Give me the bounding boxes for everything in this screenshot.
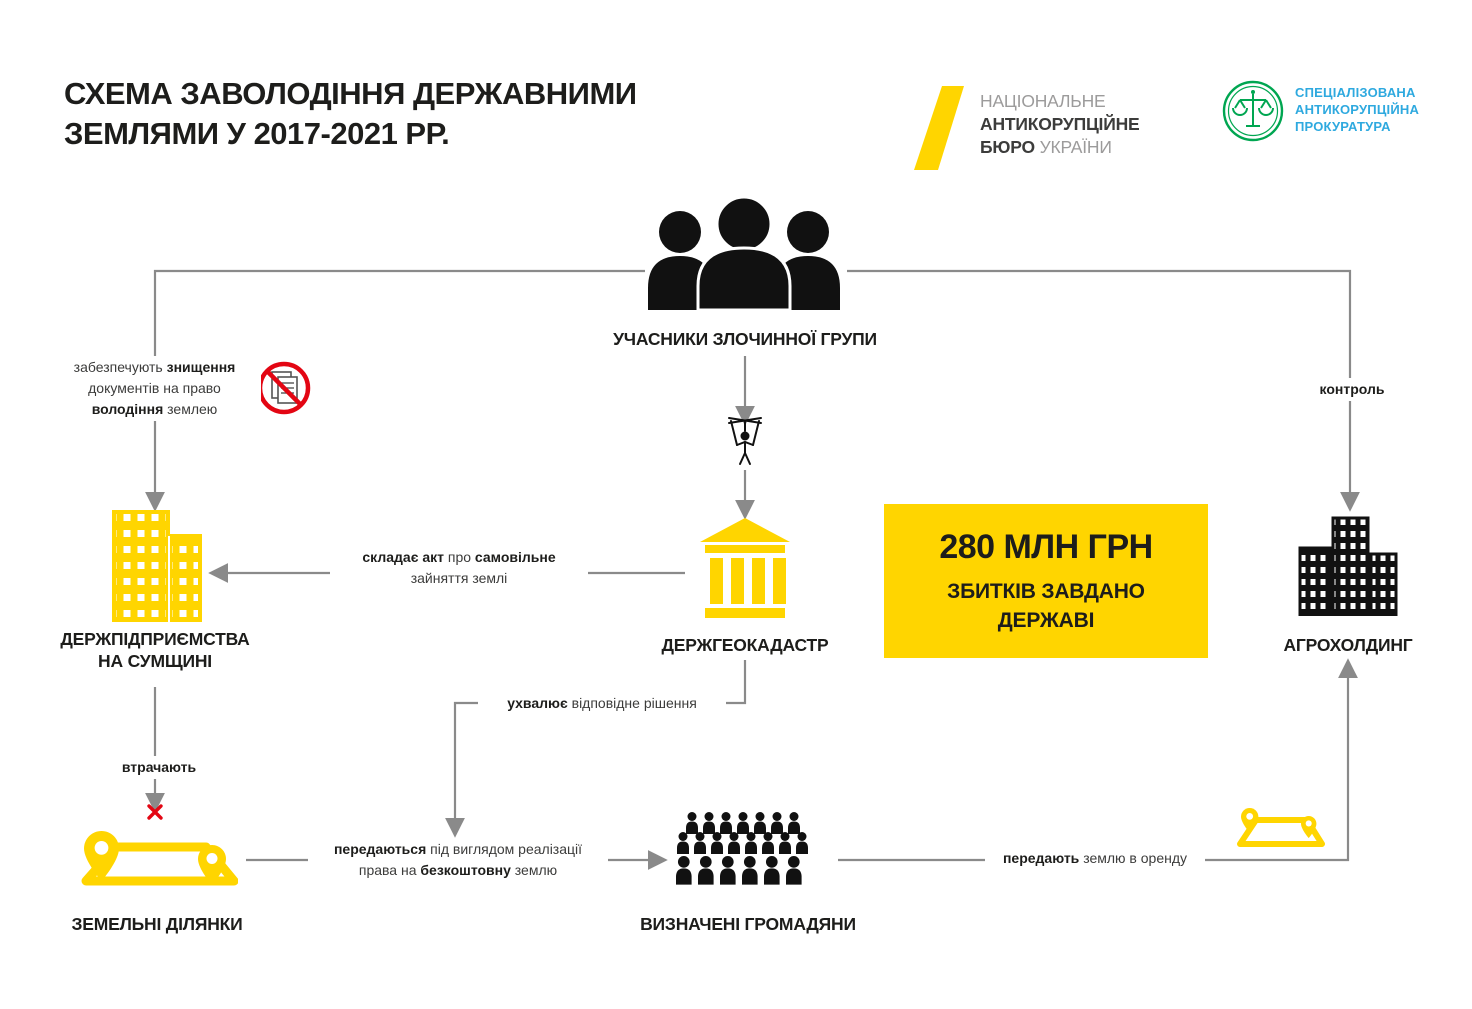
destroy-docs-note: забезпечують знищення документів на прав…	[48, 356, 261, 421]
geocadastre-label: ДЕРЖГЕОКАДАСТР	[661, 635, 829, 655]
nabu-line1: НАЦІОНАЛЬНЕ	[980, 91, 1106, 111]
lose-note: втрачають	[105, 756, 213, 779]
sap-logo-text: СПЕЦІАЛІЗОВАНА АНТИКОРУПЦІЙНА ПРОКУРАТУР…	[1295, 84, 1419, 144]
sap-line2: АНТИКОРУПЦІЙНА	[1295, 102, 1420, 117]
state-enterprises-label: ДЕРЖПІДПРИЄМСТВА НА СУМЩИНІ	[60, 629, 250, 671]
transfer-free-note: передаються під виглядом реалізації прав…	[308, 838, 608, 882]
sap-line1: СПЕЦІАЛІЗОВАНА	[1295, 85, 1416, 100]
criminal-group-label: УЧАСНИКИ ЗЛОЧИННОЇ ГРУПИ	[613, 329, 877, 349]
act-note: складає акт про самовільне зайняття земл…	[330, 546, 588, 590]
leased-land-icon	[1237, 808, 1325, 847]
marionette-icon	[728, 417, 762, 465]
x-icon	[147, 804, 163, 820]
control-note: контроль	[1278, 378, 1426, 401]
land-plots-label: ЗЕМЕЛЬНІ ДІЛЯНКИ	[71, 914, 243, 934]
nabu-logo-icon	[914, 86, 964, 170]
scales-icon	[1232, 90, 1274, 127]
agroholding-icon	[1298, 516, 1398, 616]
decision-note: ухвалює відповідне рішення	[478, 692, 726, 715]
no-documents-icon	[257, 361, 311, 415]
agroholding-label: АГРОХОЛДИНГ	[1283, 635, 1413, 655]
citizens-icon	[676, 812, 808, 885]
sap-logo: СПЕЦІАЛІЗОВАНА АНТИКОРУПЦІЙНА ПРОКУРАТУР…	[1222, 78, 1419, 144]
nabu-line3: БЮРО УКРАЇНИ	[980, 137, 1112, 157]
sap-emblem-icon	[1222, 80, 1284, 142]
damage-line3: ДЕРЖАВІ	[997, 608, 1095, 632]
edge-geocadastre-decision	[445, 660, 747, 838]
page-title-line2: ЗЕМЛЯМИ У 2017-2021 РР.	[64, 116, 450, 151]
lease-note: передають землю в оренду	[985, 847, 1205, 870]
damage-box: 280 МЛН ГРН ЗБИТКІВ ЗАВДАНО ДЕРЖАВІ	[884, 504, 1208, 658]
page-title-line1: СХЕМА ЗАВОЛОДІННЯ ДЕРЖАВНИМИ	[64, 76, 637, 111]
geocadastre-icon	[700, 518, 790, 618]
damage-line2: ЗБИТКІВ ЗАВДАНО	[947, 579, 1145, 603]
nabu-line2: АНТИКОРУПЦІЙНЕ	[980, 114, 1140, 134]
edge-group-to-agroholding	[847, 269, 1360, 512]
nabu-logo-text: НАЦІОНАЛЬНЕ АНТИКОРУПЦІЙНЕ БЮРО УКРАЇНИ	[980, 90, 1140, 172]
state-enterprises-icon	[112, 510, 202, 622]
citizens-label: ВИЗНАЧЕНІ ГРОМАДЯНИ	[640, 914, 856, 934]
land-plots-icon	[81, 831, 238, 886]
criminal-group-icon	[648, 196, 840, 310]
sap-line3: ПРОКУРАТУРА	[1295, 119, 1391, 134]
nabu-logo: НАЦІОНАЛЬНЕ АНТИКОРУПЦІЙНЕ БЮРО УКРАЇНИ	[912, 84, 1140, 172]
damage-amount: 280 МЛН ГРН	[939, 527, 1153, 566]
page-title: СХЕМА ЗАВОЛОДІННЯ ДЕРЖАВНИМИ ЗЕМЛЯМИ У 2…	[64, 74, 637, 154]
